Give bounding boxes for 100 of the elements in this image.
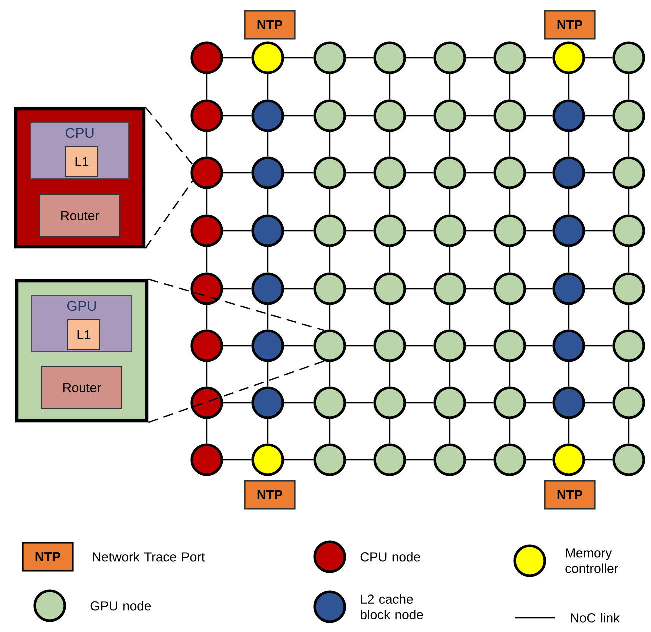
noc-link: [526, 57, 553, 59]
gpu-node-circle: [494, 272, 526, 306]
l1-cache-box: L1: [66, 146, 98, 178]
noc-link: [329, 419, 331, 444]
gpu-node-circle: [374, 100, 406, 132]
gpu-node-circle: [494, 386, 526, 420]
gpu-node-circle: [434, 330, 466, 362]
noc-link: [206, 305, 208, 330]
legend-text: GPU node: [90, 601, 152, 611]
gpu-node-circle: [314, 214, 346, 248]
memory-controller-circle: [552, 42, 586, 74]
noc-link: [389, 189, 391, 215]
noc-link: [449, 132, 451, 157]
gpu-node-circle: [494, 42, 526, 74]
l2-cache-circle: [252, 272, 284, 306]
noc-link: [628, 132, 630, 157]
gpu-node-circle: [612, 386, 646, 420]
noc-link: [346, 57, 374, 59]
noc-link: [267, 362, 269, 387]
noc-link: [267, 132, 269, 157]
gpu-node-circle: [434, 42, 466, 74]
noc-link: [389, 132, 391, 157]
noc-link: [449, 247, 451, 273]
noc-link: [509, 305, 511, 330]
ntp-box: NTP: [244, 480, 296, 510]
noc-link: [526, 288, 553, 290]
gpu-node-circle: [434, 100, 466, 132]
noc-link: [466, 459, 494, 461]
noc-link: [406, 57, 434, 59]
noc-link: [329, 189, 331, 215]
l2-cache-circle: [252, 156, 284, 190]
cpu-node-circle: [190, 100, 224, 132]
noc-link: [389, 419, 391, 444]
noc-link: [223, 172, 252, 174]
l2-cache-circle: [252, 330, 284, 362]
ntp-box: NTP: [544, 480, 596, 510]
noc-link: [329, 132, 331, 157]
noc-link: [628, 247, 630, 273]
gpu-node-circle: [314, 444, 346, 476]
noc-link: [206, 247, 208, 273]
noc-link: [568, 362, 570, 387]
gpu-node-circle: [612, 330, 646, 362]
noc-link: [329, 305, 331, 330]
noc-link: [223, 57, 252, 59]
cpu-node-circle: [190, 444, 224, 476]
cpu-node-circle: [190, 330, 224, 362]
router-box: Router: [42, 366, 122, 410]
gpu-node-circle: [612, 214, 646, 248]
cpu-node-circle: [190, 386, 224, 420]
gpu-node-circle: [374, 272, 406, 306]
gpu-node-circle: [434, 272, 466, 306]
noc-link: [389, 247, 391, 273]
l1-cache-box: L1: [68, 320, 100, 350]
noc-link: [628, 74, 630, 100]
noc-link: [267, 189, 269, 215]
noc-link: [568, 132, 570, 157]
noc-link: [223, 230, 252, 232]
noc-link: [206, 74, 208, 100]
gpu-node-circle: [374, 444, 406, 476]
noc-link: [329, 362, 331, 387]
l2-cache-circle: [552, 214, 586, 248]
noc-link: [406, 230, 434, 232]
memory-controller-circle: [252, 444, 284, 476]
legend-text: L2 cache block node: [361, 594, 424, 620]
noc-link: [284, 57, 314, 59]
noc-link: [526, 115, 553, 117]
noc-link: [526, 172, 553, 174]
dashed-leader-line: [145, 180, 194, 249]
noc-link: [466, 345, 494, 347]
noc-link: [346, 402, 374, 404]
noc-link: [585, 288, 613, 290]
noc-link: [509, 74, 511, 100]
legend-text: Network Trace Port: [93, 552, 206, 562]
noc-link: [329, 247, 331, 273]
noc-link: [628, 305, 630, 330]
gpu-node-circle: [434, 156, 466, 190]
noc-link: [346, 172, 374, 174]
cpu-node-circle: [190, 272, 224, 306]
noc-link: [509, 189, 511, 215]
noc-link: [526, 402, 553, 404]
noc-link: [346, 115, 374, 117]
noc-link: [267, 419, 269, 444]
noc-link: [389, 305, 391, 330]
noc-link: [449, 362, 451, 387]
l2-cache-circle: [552, 330, 586, 362]
noc-link: [206, 189, 208, 215]
noc-link: [284, 459, 314, 461]
l2-cache-circle: [552, 100, 586, 132]
noc-link: [346, 288, 374, 290]
noc-link: [223, 459, 252, 461]
noc-link: [284, 115, 314, 117]
noc-link: [284, 172, 314, 174]
noc-link: [406, 402, 434, 404]
noc-link: [466, 230, 494, 232]
noc-link: [568, 305, 570, 330]
noc-link: [267, 74, 269, 100]
noc-link: [585, 459, 613, 461]
gpu-node-circle: [434, 214, 466, 248]
noc-link: [509, 419, 511, 444]
gpu-node-circle: [494, 214, 526, 248]
